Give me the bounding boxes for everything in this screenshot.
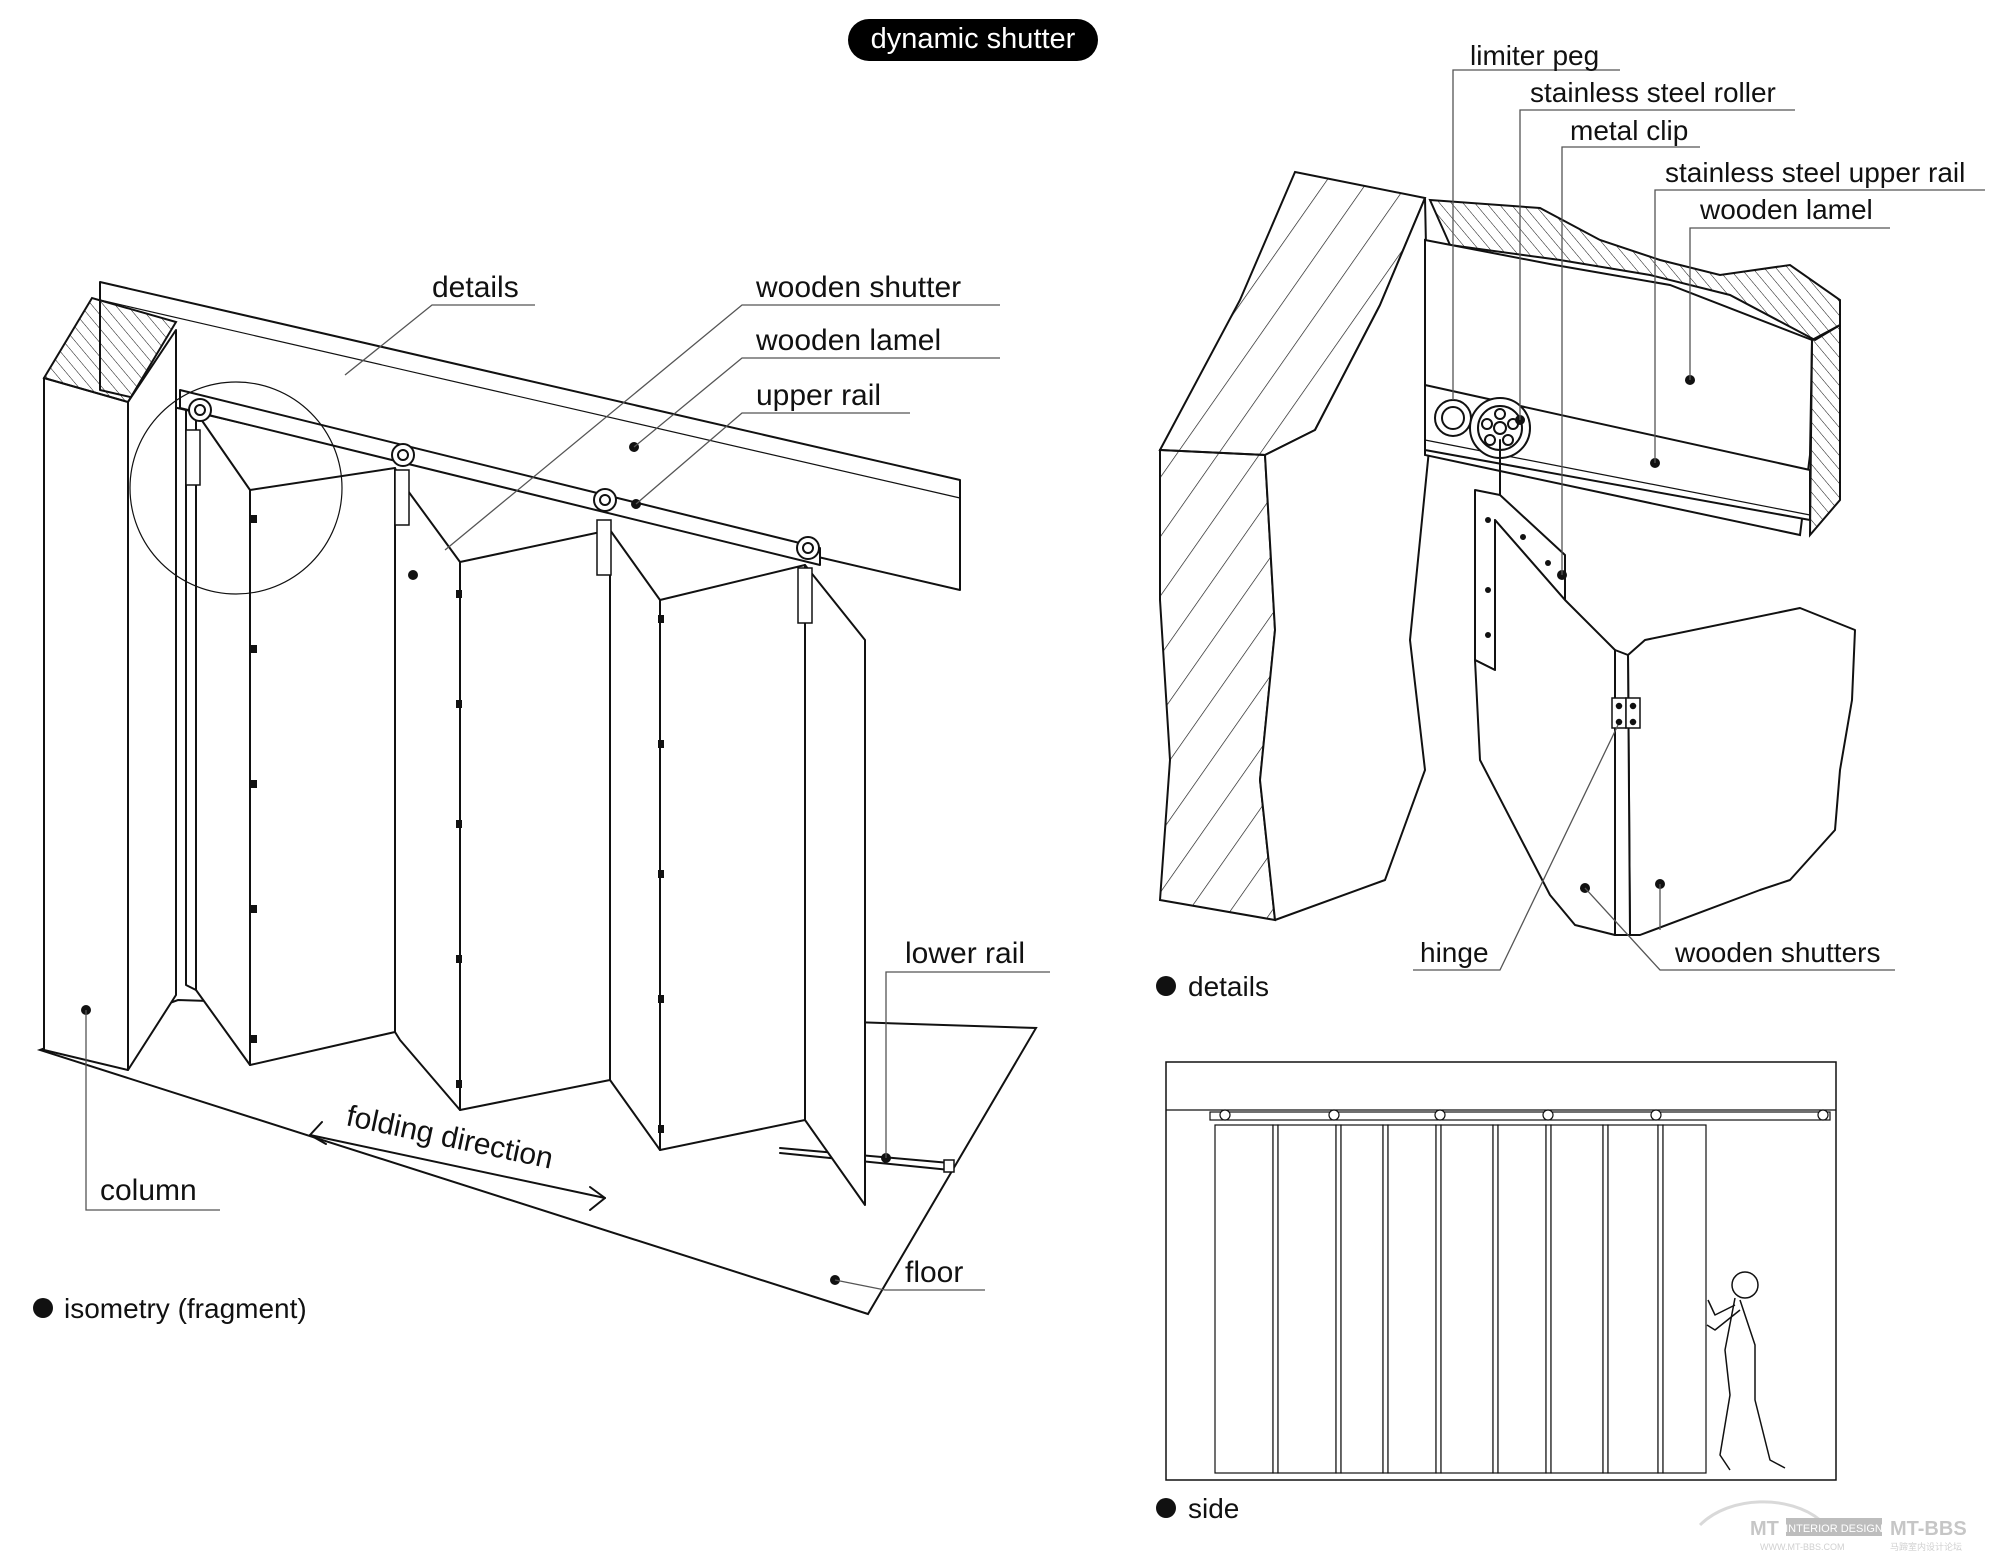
detail-shutter-right [1627,607,1856,936]
detail-roller [1469,397,1531,459]
label-details: details [432,271,519,304]
iso-hinges [251,515,664,1133]
side-view: side [1156,1061,1837,1524]
label-wooden-lamel-detail: wooden lamel [1699,194,1873,225]
column-shape [42,296,178,1071]
iso-rollers [188,398,820,560]
iso-clips [185,429,813,624]
folding-direction-arrow [309,1121,606,1211]
iso-panel-6 [609,529,661,1151]
label-floor: floor [905,1256,963,1289]
iso-panel-7 [659,564,806,1151]
watermark: MT INTERIOR DESIGN MT-BBS WWW.MT-BBS.COM… [1698,1500,1967,1552]
title-badge: dynamic shutter [848,19,1098,61]
iso-panel-8 [804,564,866,1206]
iso-panel-3 [249,467,396,1066]
person-figure [1706,1271,1786,1471]
caption-details: details [1188,971,1269,1002]
label-wooden-shutters: wooden shutters [1674,937,1880,968]
isometry-view: details wooden shutter wooden lamel uppe… [33,271,1050,1324]
title-text: dynamic shutter [871,23,1076,55]
watermark-sub: 马蹄室内设计论坛 [1890,1541,1962,1552]
iso-panel-5 [459,529,611,1111]
lower-rail-end [943,1159,955,1173]
label-upper-rail: upper rail [756,379,881,412]
side-upper-rail [1209,1111,1831,1121]
side-rollers [1219,1109,1829,1121]
label-hinge: hinge [1420,937,1489,968]
label-metal-clip: metal clip [1570,115,1688,146]
details-circle [129,381,343,595]
detail-column-face [1158,448,1277,922]
label-lower-rail: lower rail [905,937,1025,970]
iso-panel-4 [394,467,461,1111]
detail-shutter-left [1474,519,1616,936]
watermark-badge: INTERIOR DESIGN [1785,1523,1883,1535]
iso-panel-1 [185,409,197,991]
caption-isometry: isometry (fragment) [64,1293,307,1324]
label-wooden-lamel: wooden lamel [755,324,941,357]
caption-side: side [1188,1493,1239,1524]
detail-limiter-peg [1434,399,1472,437]
detail-hinge [1611,697,1641,729]
detail-lamel-side [1808,323,1841,538]
side-panels [1214,1124,1707,1474]
watermark-brand: MT [1750,1518,1779,1540]
detail-lamel-section [1428,198,1841,342]
label-limiter-peg: limiter peg [1470,40,1599,71]
watermark-site: MT-BBS [1890,1518,1967,1540]
label-wooden-shutter: wooden shutter [755,271,961,304]
label-stainless-steel-roller: stainless steel roller [1530,77,1776,108]
label-stainless-steel-upper-rail: stainless steel upper rail [1665,157,1965,188]
watermark-url: WWW.MT-BBS.COM [1760,1542,1845,1552]
details-view: limiter peg stainless steel roller metal… [1156,40,1985,1002]
label-column: column [100,1174,197,1207]
iso-panel-2 [195,411,251,1066]
